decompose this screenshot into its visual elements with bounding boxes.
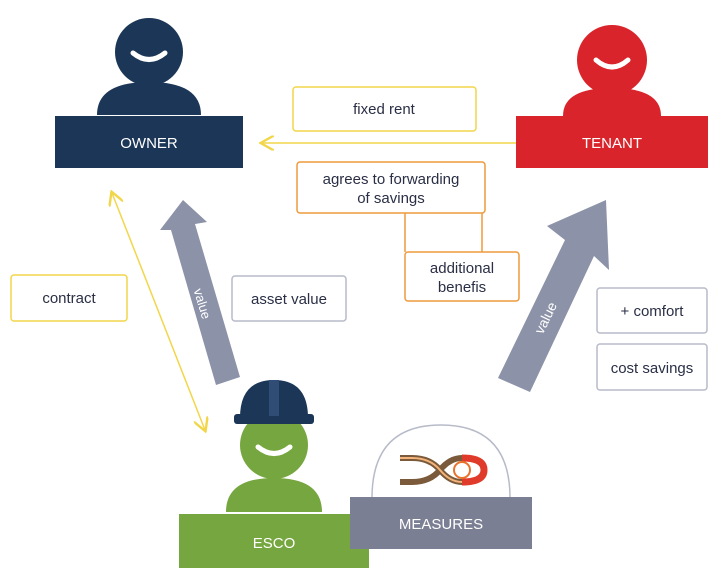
cost-savings-box — [596, 343, 708, 391]
person-icon — [97, 18, 201, 115]
owner-label-box — [55, 116, 243, 168]
fixed-rent-label: fixed rent — [353, 101, 416, 118]
value-arrow-right-shape — [498, 200, 609, 392]
cost-savings-label: cost savings — [611, 360, 694, 377]
worker-hardhat-icon — [226, 380, 322, 512]
measures-label: MEASURES — [399, 516, 483, 533]
insulated-pipe-icon — [400, 454, 488, 486]
value-arrow-right: value — [498, 200, 609, 392]
owner-smile — [130, 50, 168, 62]
additional-benefits-line2: benefis — [438, 279, 486, 296]
fixed-rent-box — [292, 86, 477, 132]
additional-benefits-box — [404, 251, 520, 302]
esco-label: ESCO — [253, 535, 296, 552]
person-icon — [563, 25, 661, 116]
contract-flow: contract — [10, 193, 205, 430]
agrees-forwarding-line2: of savings — [357, 190, 425, 207]
contract-label: contract — [42, 290, 96, 307]
tenant-label: TENANT — [582, 135, 642, 152]
esco-smile — [255, 444, 293, 456]
esco-label-box — [179, 514, 369, 568]
measures-block: MEASURES — [350, 424, 532, 549]
contract-box — [10, 274, 128, 322]
owner-actor: OWNER — [55, 18, 243, 168]
tenant-benefits-group: + comfort cost savings — [596, 287, 708, 391]
comfort-label: + comfort — [621, 303, 685, 320]
asset-value-box-group: asset value — [231, 275, 347, 322]
savings-forwarding-group: agrees to forwarding of savings addition… — [296, 161, 520, 302]
contract-arrow — [112, 193, 205, 430]
tenant-actor: TENANT — [516, 25, 708, 168]
asset-value-box — [231, 275, 347, 322]
agrees-forwarding-box — [296, 161, 486, 214]
measures-label-box — [350, 497, 532, 549]
comfort-box — [596, 287, 708, 334]
value-arrow-left-shape — [160, 200, 240, 385]
owner-label: OWNER — [120, 135, 178, 152]
fixed-rent-flow: fixed rent — [262, 86, 516, 143]
asset-value-label: asset value — [251, 291, 327, 308]
value-arrow-left: value — [160, 200, 240, 385]
measures-dome — [371, 424, 511, 499]
esco-actor: ESCO — [179, 380, 369, 568]
tenant-label-box — [516, 116, 708, 168]
additional-benefits-line1: additional — [430, 260, 494, 277]
agrees-forwarding-line1: agrees to forwarding — [323, 171, 460, 188]
tenant-smile — [593, 57, 631, 70]
